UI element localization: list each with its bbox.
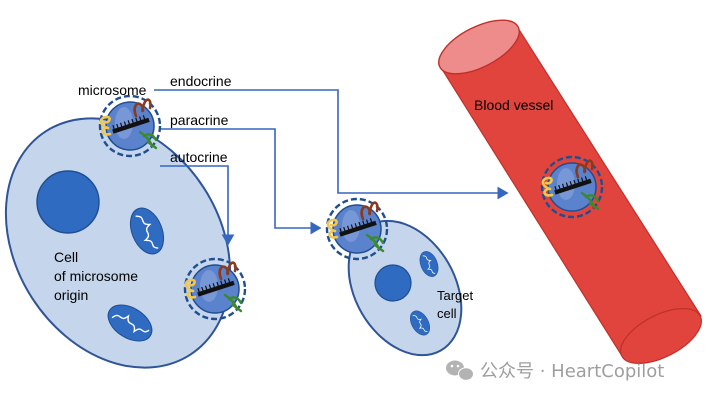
target-cell-label: Target cell — [437, 288, 477, 321]
watermark: 公众号 · HeartCopilot — [446, 360, 664, 382]
autocrine-label: autocrine — [170, 149, 228, 165]
microsome-vesicle — [325, 197, 389, 261]
blood-vessel-label: Blood vessel — [474, 97, 553, 113]
endocrine-arrow — [154, 89, 509, 200]
paracrine-arrow — [159, 128, 322, 235]
microsome-label: microsome — [78, 82, 147, 98]
paracrine-label: paracrine — [170, 112, 229, 128]
vessel-opening — [438, 19, 520, 75]
signal-arrows — [154, 89, 509, 246]
origin-nucleus — [36, 170, 100, 234]
origin-cell-label: Cell of microsome origin — [54, 249, 142, 303]
watermark-text: 公众号 · HeartCopilot — [480, 361, 664, 382]
wechat-icon — [446, 360, 474, 381]
autocrine-arrow — [160, 165, 235, 246]
endocrine-label: endocrine — [170, 73, 232, 89]
target-nucleus — [374, 264, 412, 302]
origin-cell: Cell of microsome origin — [4, 117, 232, 369]
